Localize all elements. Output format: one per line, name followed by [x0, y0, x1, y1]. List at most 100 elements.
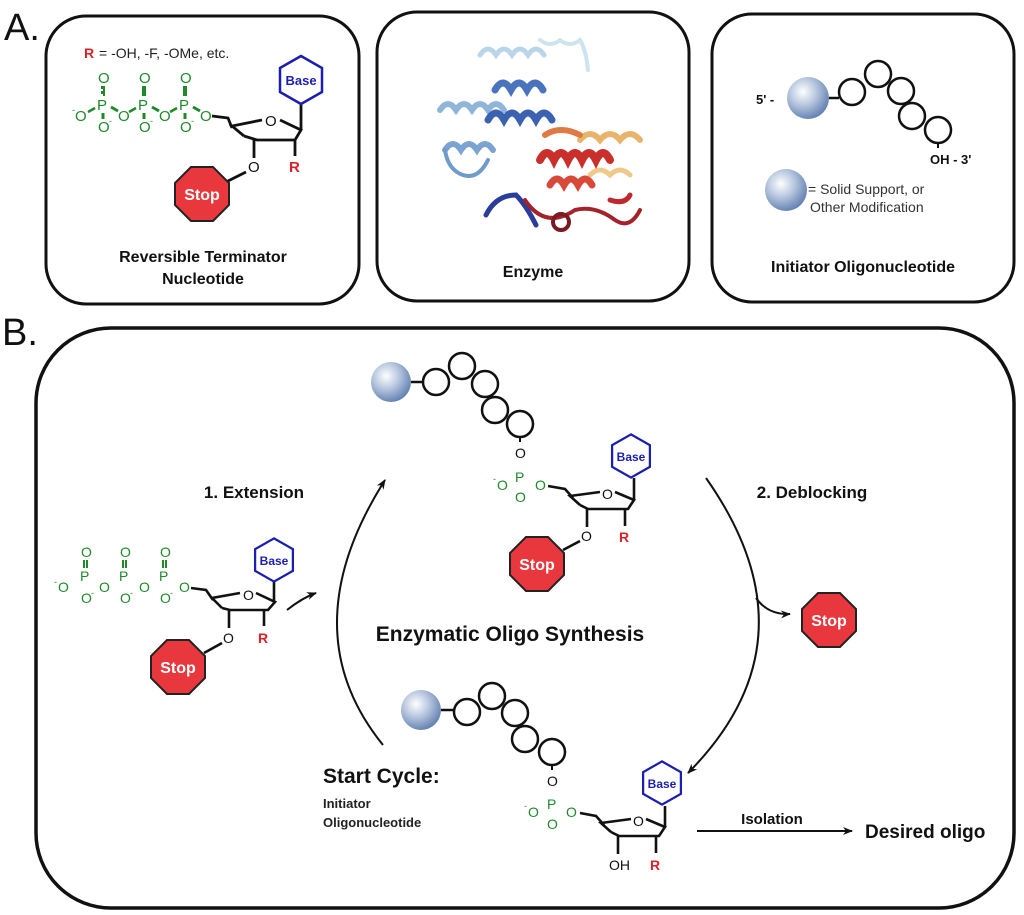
- desired-oligo-label: Desired oligo: [865, 822, 985, 843]
- start-cycle-title: Start Cycle:: [323, 765, 440, 788]
- extended-oligo: O P O - O O O O R Base Stop: [371, 351, 652, 592]
- enzyme-box: Enzyme: [375, 10, 691, 303]
- svg-text:-: -: [130, 588, 133, 598]
- base-label: Base: [648, 777, 677, 791]
- r-group: R: [258, 630, 268, 646]
- legend-line1: = Solid Support, or: [808, 181, 925, 197]
- oxygen-double: O: [120, 544, 131, 560]
- nucleotide-circle: [505, 409, 535, 439]
- bridge-oxygen: O: [179, 579, 190, 595]
- stop-icon: Stop: [509, 536, 565, 592]
- base-label: Base: [617, 450, 646, 464]
- svg-text:-: -: [91, 588, 94, 598]
- cycle-arrows: [286, 477, 853, 835]
- oxygen-double: O: [515, 489, 526, 505]
- phosphorus: P: [547, 796, 556, 812]
- ring-oxygen: O: [633, 813, 644, 829]
- base-icon: Base: [641, 760, 683, 806]
- solid-support-bead-icon: [787, 77, 829, 119]
- nucleotide-caption-line2: Nucleotide: [162, 271, 244, 288]
- enzyme-structure-icon: [437, 37, 643, 232]
- legend-line2: Other Modification: [810, 199, 924, 215]
- cycle-center-title: Enzymatic Oligo Synthesis: [376, 623, 644, 646]
- oligo-chain: [837, 59, 953, 145]
- nucleotide-circle: [886, 76, 916, 106]
- deblocked-oligo: O P O - O O O OH R Base: [401, 681, 683, 873]
- ring-oxygen: O: [602, 486, 613, 502]
- stop-label: Stop: [811, 613, 847, 630]
- nucleotide-box: R = -OH, -F, -OMe, etc. P P P O O O O O …: [44, 14, 361, 306]
- nucleotide-circle: [470, 369, 500, 399]
- bridge-oxygen: O: [535, 477, 546, 493]
- start-cycle-sub2: Oligonucleotide: [323, 815, 421, 830]
- nucleotide-circle: [897, 101, 927, 131]
- phosphorus: P: [80, 568, 89, 584]
- r-group: R: [289, 159, 300, 176]
- nucleotide-circle: [837, 77, 867, 107]
- incoming-nucleotide: P P P O O O O O O O O O O - - - -: [54, 537, 295, 695]
- stop-label: Stop: [184, 187, 220, 204]
- base-icon: Base: [278, 54, 324, 106]
- nucleotide-entry-arrow: [286, 592, 317, 611]
- oxygen-minus: O: [81, 590, 92, 606]
- isolation-label: Isolation: [741, 811, 803, 828]
- sugar-ring: [211, 104, 303, 184]
- nucleotide-circle: [863, 59, 893, 89]
- oxygen-double: O: [81, 544, 92, 560]
- nucleotide-circle: [500, 698, 530, 728]
- svg-text:-: -: [54, 577, 57, 587]
- nucleotide-circle: [537, 737, 567, 767]
- base-label: Base: [285, 73, 316, 88]
- nucleotide-caption-line1: Reversible Terminator: [119, 249, 287, 266]
- released-stop-icon: Stop: [801, 592, 857, 648]
- three-prime-hydroxyl: OH: [609, 857, 630, 873]
- phosphorus: P: [515, 469, 524, 485]
- oxygen-double: O: [139, 70, 151, 87]
- oxygen-double: O: [160, 544, 171, 560]
- oxygen-double: O: [98, 70, 110, 87]
- solid-support-bead-icon: [401, 690, 441, 730]
- svg-text:-: -: [170, 588, 173, 598]
- svg-text:-: -: [109, 116, 112, 126]
- linking-oxygen: O: [515, 445, 526, 461]
- panel-a-label: A.: [4, 7, 40, 49]
- step-extension-label: 1. Extension: [204, 483, 304, 502]
- svg-text:-: -: [191, 116, 194, 126]
- five-prime-label: 5' -: [756, 92, 774, 107]
- three-prime-oxygen: O: [223, 630, 234, 646]
- oxygen-minus: O: [98, 119, 110, 136]
- bridge-oxygen: O: [200, 108, 212, 125]
- oxygen-double: O: [180, 70, 192, 87]
- phosphorus-2: P: [138, 97, 148, 114]
- base-icon: Base: [610, 433, 652, 479]
- step-deblocking-label: 2. Deblocking: [757, 483, 868, 502]
- phosphorus-1: P: [97, 97, 107, 114]
- phosphorus: P: [119, 568, 128, 584]
- ring-oxygen: O: [243, 587, 254, 603]
- stop-release-arrow: [755, 597, 791, 619]
- base-label: Base: [260, 554, 289, 568]
- nucleotide-circle: [421, 367, 451, 397]
- svg-text:-: -: [524, 801, 527, 811]
- solid-support-bead-icon: [371, 362, 411, 402]
- bridge-oxygen: O: [566, 804, 577, 820]
- terminal-oxygen: O: [58, 579, 69, 595]
- stop-label: Stop: [160, 660, 196, 677]
- oxygen-minus: O: [120, 590, 131, 606]
- enzyme-caption: Enzyme: [503, 264, 564, 281]
- nucleotide-circle: [480, 395, 510, 425]
- oxygen-minus: O: [497, 477, 508, 493]
- nucleotide-circle: [923, 115, 953, 145]
- oxygen-minus: O: [528, 804, 539, 820]
- initiator-caption: Initiator Oligonucleotide: [771, 259, 955, 276]
- r-symbol: R: [84, 45, 94, 61]
- bridge-oxygen: O: [99, 579, 110, 595]
- stop-icon: Stop: [150, 639, 206, 695]
- extension-arc-arrow: [336, 479, 386, 746]
- oxygen-minus: O: [180, 119, 192, 136]
- phosphorus: P: [159, 568, 168, 584]
- phosphorus-3: P: [179, 97, 189, 114]
- ring-oxygen: O: [265, 113, 277, 130]
- oxygen-double: O: [547, 816, 558, 832]
